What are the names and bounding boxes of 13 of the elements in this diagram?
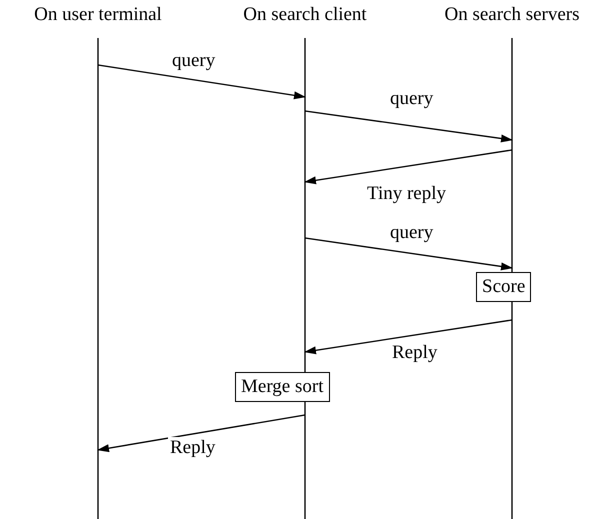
- edge-label: Reply: [390, 342, 440, 364]
- message-arrow: [304, 110, 513, 142]
- lifeline-heading: On search client: [242, 4, 368, 26]
- message-arrow: [304, 149, 512, 184]
- edge-label: Tiny reply: [365, 183, 448, 205]
- edge-label: Reply: [168, 437, 218, 459]
- lifeline-heading: On search servers: [443, 4, 581, 26]
- message-arrow: [98, 64, 306, 100]
- message-arrow: [97, 414, 306, 452]
- message-arrow: [304, 237, 513, 270]
- process-box: Merge sort: [235, 372, 330, 402]
- lifeline-heading: On user terminal: [33, 4, 163, 26]
- message-arrow: [304, 319, 512, 354]
